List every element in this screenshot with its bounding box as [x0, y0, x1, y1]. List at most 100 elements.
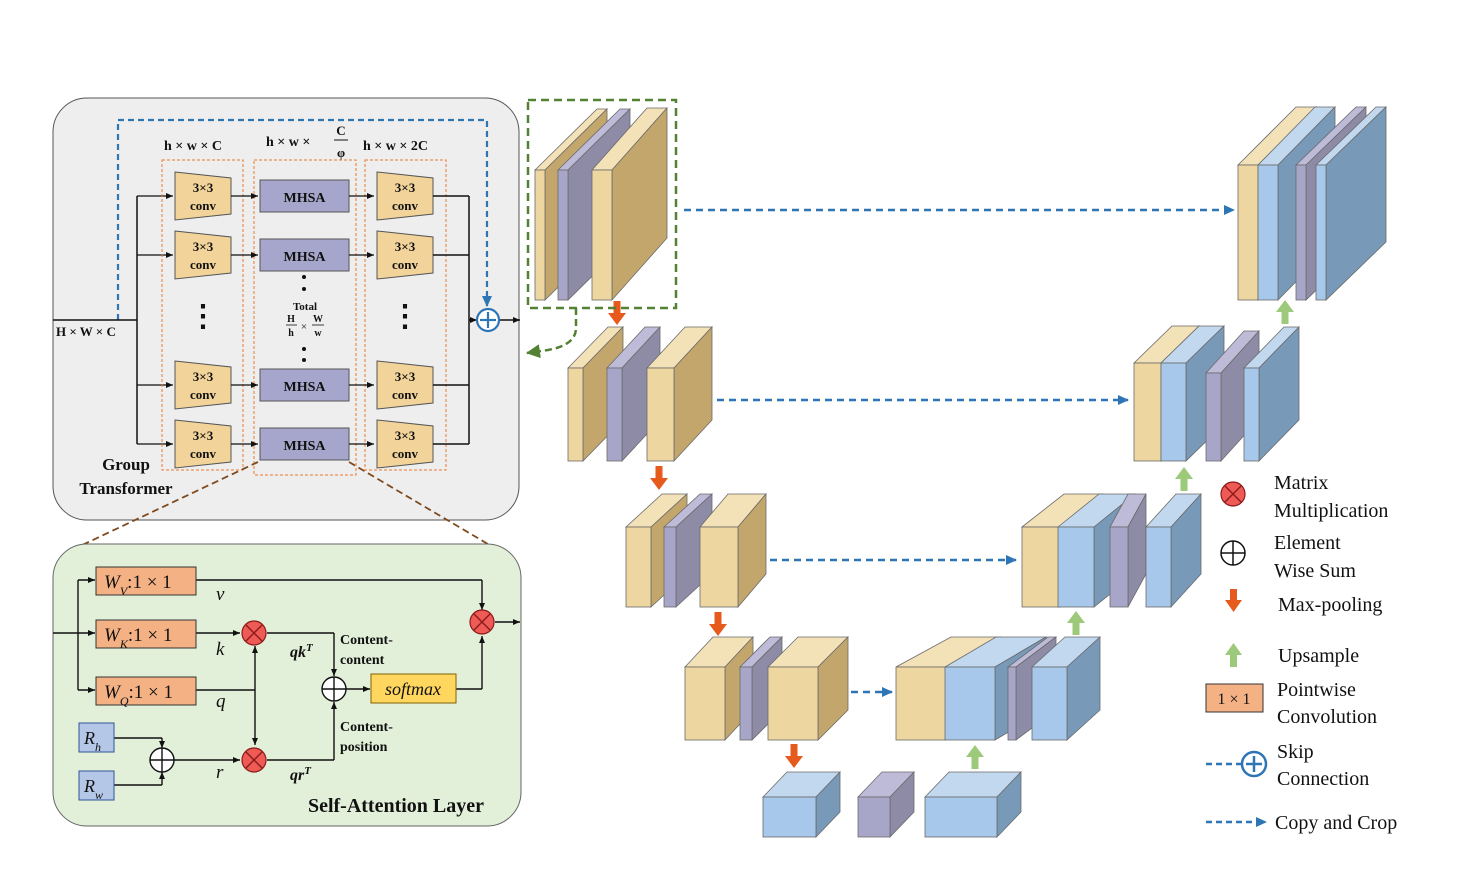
zoom-line-left [77, 461, 259, 548]
total-w-den: w [314, 328, 322, 339]
feature-map-13 [762, 771, 841, 838]
svg-text:3×3: 3×3 [193, 180, 214, 195]
ellipsis-col1: ⋮ [188, 300, 218, 333]
rh-box: Rh [78, 722, 115, 754]
qk-label: qkT [290, 642, 314, 661]
col3-dim-label: h × w × 2C [363, 139, 428, 154]
cc-line2: content [340, 653, 385, 668]
svg-text:MHSA: MHSA [284, 250, 327, 265]
feature-map-14 [857, 771, 915, 838]
svg-text:3×3: 3×3 [193, 428, 214, 443]
mult-qk-icon [241, 620, 267, 646]
mhsa-block-2: MHSA [259, 238, 350, 272]
q-label: q [216, 691, 226, 712]
conv-column-frame-2 [364, 159, 447, 471]
wv-box: WV:1 × 1 [95, 566, 197, 598]
cp-line2: position [340, 740, 388, 755]
total-h-num: H [287, 314, 295, 325]
legend-skip-icon [1206, 750, 1268, 778]
legend-mult-icon [1220, 481, 1246, 507]
legend-copy-crop: Copy and Crop [1275, 812, 1397, 834]
svg-text:1 × 1: 1 × 1 [1217, 691, 1250, 708]
svg-text:WV:1 × 1: WV:1 × 1 [104, 572, 172, 598]
upsample-arrow-icon [1276, 300, 1294, 324]
legend-upsample-arrow-icon [1225, 643, 1242, 667]
feature-map-12 [767, 636, 849, 741]
col2-dim-num: C [336, 123, 345, 138]
svg-text:Rw: Rw [83, 776, 103, 802]
feature-map-31 [1315, 106, 1387, 301]
feature-map-15 [924, 771, 1022, 838]
svg-text:conv: conv [190, 198, 217, 213]
cp-line1: Content- [340, 720, 393, 735]
svg-text:conv: conv [190, 387, 217, 402]
legend-mult-line2: Multiplication [1274, 500, 1388, 522]
mhsa-block-1: MHSA [259, 179, 350, 213]
svg-text:MHSA: MHSA [284, 191, 327, 206]
svg-text:3×3: 3×3 [395, 180, 416, 195]
legend-pointwise-line2: Convolution [1277, 706, 1377, 728]
total-label: Total [293, 301, 317, 313]
svg-text:3×3: 3×3 [193, 369, 214, 384]
feature-map-6 [646, 325, 713, 463]
feature-map-19 [1030, 636, 1102, 741]
svg-text:conv: conv [190, 446, 217, 461]
feature-map-3 [591, 106, 668, 302]
sum-rhw-icon [149, 747, 175, 773]
legend: Matrix Multiplication Element Wise Sum M… [1205, 472, 1397, 834]
mult-qr-icon [241, 747, 267, 773]
conv-block-b-1: 3×3 conv [376, 171, 434, 221]
crop-highlight-arrow [526, 308, 578, 359]
svg-text:conv: conv [392, 198, 419, 213]
mhsa-block-4: MHSA [259, 427, 350, 461]
svg-text:conv: conv [392, 387, 419, 402]
conv-block-b-4: 3×3 conv [376, 419, 434, 469]
total-w-num: W [313, 314, 323, 325]
maxpool-arrow-icon [709, 612, 727, 636]
cc-line1: Content- [340, 633, 393, 648]
group-title-line2: Transformer [79, 479, 173, 498]
conv-block-a-1: 3×3 conv [174, 171, 232, 221]
col2-dim-label: h × w × [266, 135, 310, 150]
unet-diagram [534, 106, 1387, 838]
svg-text:MHSA: MHSA [284, 380, 327, 395]
svg-text:3×3: 3×3 [395, 428, 416, 443]
r-label: r [216, 762, 224, 783]
svg-text:conv: conv [392, 446, 419, 461]
feature-map-23 [1145, 492, 1202, 609]
conv-column-frame-1 [161, 159, 244, 471]
svg-text:conv: conv [190, 257, 217, 272]
wk-box: WK:1 × 1 [95, 619, 197, 651]
ellipsis-col3: ⋮ [390, 300, 420, 333]
crop-highlight-box [526, 98, 678, 310]
conv-block-a-3: 3×3 conv [174, 360, 232, 410]
legend-sum-line2: Wise Sum [1274, 560, 1356, 582]
svg-text:Rh: Rh [83, 728, 101, 754]
self-attention-panel: WV:1 × 1 WK:1 × 1 WQ:1 × 1 Rh Rw [52, 543, 522, 827]
maxpool-arrow-icon [608, 301, 626, 325]
feature-map-9 [699, 492, 767, 609]
upsample-arrow-icon [966, 745, 984, 769]
rw-box: Rw [78, 770, 115, 802]
qr-label: qrT [290, 765, 312, 784]
legend-pointwise-box: 1 × 1 [1205, 683, 1264, 713]
svg-text:MHSA: MHSA [284, 439, 327, 454]
conv-block-a-2: 3×3 conv [174, 230, 232, 280]
zoom-line-right [348, 461, 499, 551]
svg-text:3×3: 3×3 [193, 239, 214, 254]
svg-text:WK:1 × 1: WK:1 × 1 [104, 625, 172, 651]
legend-pointwise-line1: Pointwise [1277, 679, 1356, 701]
conv-block-a-4: 3×3 conv [174, 419, 232, 469]
input-dim-label: H × W × C [56, 324, 116, 339]
group-skip-line [116, 118, 492, 320]
v-label: v [216, 584, 225, 605]
legend-upsample: Upsample [1278, 645, 1359, 667]
feature-map-27 [1243, 326, 1300, 462]
skip-sum-icon [475, 307, 501, 333]
upsample-arrow-icon [1175, 467, 1193, 491]
wq-box: WQ:1 × 1 [95, 676, 197, 708]
svg-text:3×3: 3×3 [395, 239, 416, 254]
mult-v-icon [469, 609, 495, 635]
softmax-box: softmax [370, 673, 457, 704]
